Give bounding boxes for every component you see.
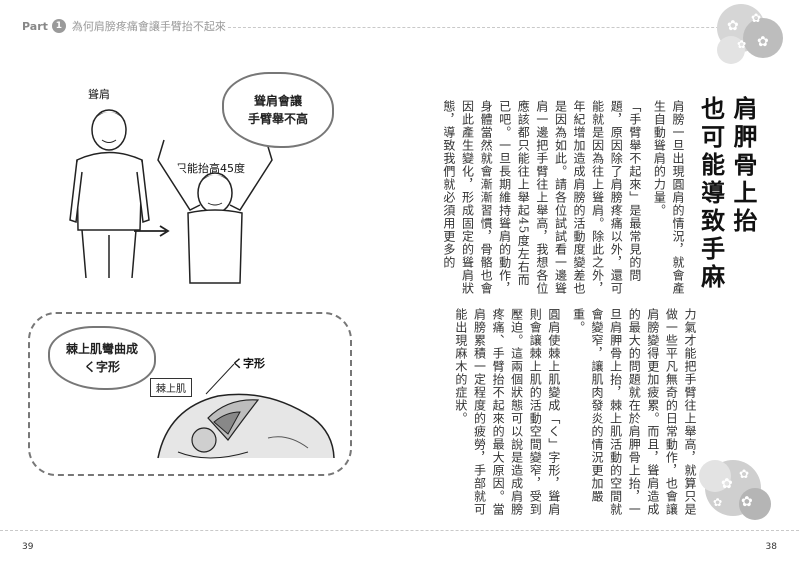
label-ku-shape: く字形 [232, 357, 265, 370]
shrug-person-illustration [69, 109, 150, 279]
body-column-lower: 力氣才能把手臂往上舉高，就算只是做一些平凡無奇的日常動作，也會讓肩膀變得更加疲累… [454, 308, 699, 520]
speech-cloud-muscle: 棘上肌彎曲成 く字形 [48, 326, 156, 390]
svg-text:✿: ✿ [757, 34, 769, 50]
hydrangea-decoration-top: ✿ ✿ ✿ ✿ [717, 4, 783, 64]
chapter-title: 為何肩膀疼痛會讓手臂抬不起來 [71, 20, 226, 33]
svg-text:✿: ✿ [721, 476, 733, 492]
part-label: Part [22, 19, 48, 33]
muscle-figure-frame [28, 312, 352, 476]
cloud-text-line2: 手臂舉不高 [247, 112, 308, 126]
section-title: 肩胛骨上抬 也可能導致手麻 [694, 96, 759, 296]
label-shrug: 聳肩 [88, 88, 110, 101]
speech-cloud-shrug: 聳肩會讓 手臂舉不高 [222, 72, 334, 148]
svg-text:✿: ✿ [737, 38, 746, 51]
label-raise-45: 只能抬高45度 [176, 162, 245, 175]
paragraph: 圓肩使棘上肌變成「く」字形，聳肩則會讓棘上肌的活動空間變窄，受到壓迫。這兩個狀態… [453, 308, 561, 516]
arrow-right-icon [134, 225, 170, 237]
footer-rule [0, 530, 799, 532]
cloud-text-line1: 聳肩會讓 [253, 94, 302, 108]
body-column-upper: 肩膀一旦出現圓肩的情況，就會產生自動聳肩的力量。 「手臂舉不起來」是最常見的問題… [442, 100, 687, 296]
hydrangea-decoration-bottom: ✿ ✿ ✿ ✿ [699, 460, 771, 520]
page-number-left: 39 [22, 542, 34, 552]
svg-text:✿: ✿ [751, 11, 761, 25]
raising-arms-person-illustration [157, 139, 273, 284]
pointer-line-icon [205, 363, 235, 395]
part-number-badge: 1 [51, 19, 66, 33]
shoulder-muscle-illustration [157, 393, 335, 459]
svg-text:✿: ✿ [713, 496, 722, 509]
header-rule [228, 27, 759, 29]
paragraph: 力氣才能把手臂往上舉高，就算只是做一些平凡無奇的日常動作，也會讓肩膀變得更加疲累… [571, 308, 697, 516]
svg-text:✿: ✿ [741, 494, 753, 510]
label-supraspinatus: 棘上肌 [150, 378, 192, 397]
title-line1: 肩胛骨上抬 [729, 96, 757, 236]
paragraph: 肩膀一旦出現圓肩的情況，就會產生自動聳肩的力量。 [652, 100, 685, 295]
running-header: Part 1 為何肩膀疼痛會讓手臂抬不起來 [22, 18, 226, 34]
svg-text:✿: ✿ [727, 18, 739, 34]
page-number-right: 38 [765, 542, 777, 552]
title-line2: 也可能導致手麻 [696, 96, 725, 292]
cloud-text-line2: く字形 [83, 360, 120, 374]
cloud-text-line1: 棘上肌彎曲成 [65, 342, 138, 356]
svg-text:✿: ✿ [739, 467, 749, 481]
paragraph: 「手臂舉不起來」是最常見的問題，原因除了肩膀疼痛以外，還可能就是因為往上聳肩。除… [441, 100, 642, 295]
